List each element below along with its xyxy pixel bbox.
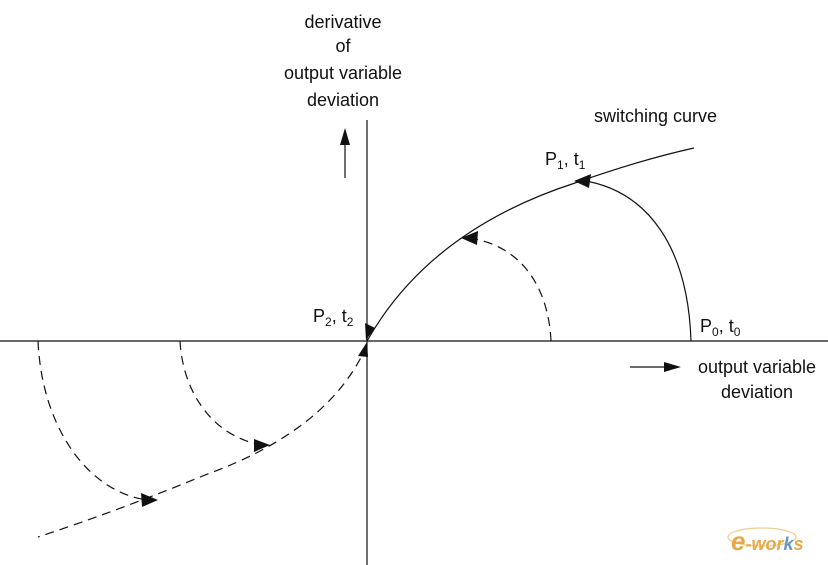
- trajectory-dashed-lower-2: [37, 340, 149, 501]
- y-axis-label-line-2: of: [335, 36, 351, 56]
- y-axis-label-line-1: derivative: [304, 12, 381, 32]
- trajectory-p0-p1: [579, 179, 692, 342]
- x-axis-label-line-1: output variable: [698, 357, 816, 377]
- point-label-p0: P0, t0: [700, 316, 741, 339]
- y-axis-label-line-4: deviation: [307, 90, 379, 110]
- switching-curve-lower: [37, 344, 368, 538]
- arrowhead-lower-2: [141, 493, 158, 507]
- point-label-p2: P2, t2: [313, 306, 354, 329]
- switching-curve-label: switching curve: [594, 106, 717, 126]
- switching-curve-upper: [366, 147, 695, 342]
- trajectory-dashed-upper: [466, 237, 552, 342]
- arrowhead-p2: [365, 323, 375, 340]
- svg-text:e-works: e-works: [731, 526, 804, 556]
- arrowhead-lower-1: [254, 439, 270, 452]
- trajectory-dashed-lower-1: [179, 340, 263, 446]
- y-direction-arrowhead: [340, 128, 350, 145]
- arrowhead-p1: [574, 174, 591, 188]
- arrowhead-upper-dashed: [461, 231, 478, 245]
- watermark-swoosh: [727, 527, 797, 547]
- x-axis-label-line-2: deviation: [721, 382, 793, 402]
- eworks-watermark-logo: e-works: [727, 526, 804, 556]
- y-axis-label-line-3: output variable: [284, 63, 402, 83]
- x-direction-arrowhead: [664, 362, 681, 372]
- point-label-p1: P1, t1: [545, 149, 586, 172]
- arrowhead-origin-lower: [358, 342, 368, 357]
